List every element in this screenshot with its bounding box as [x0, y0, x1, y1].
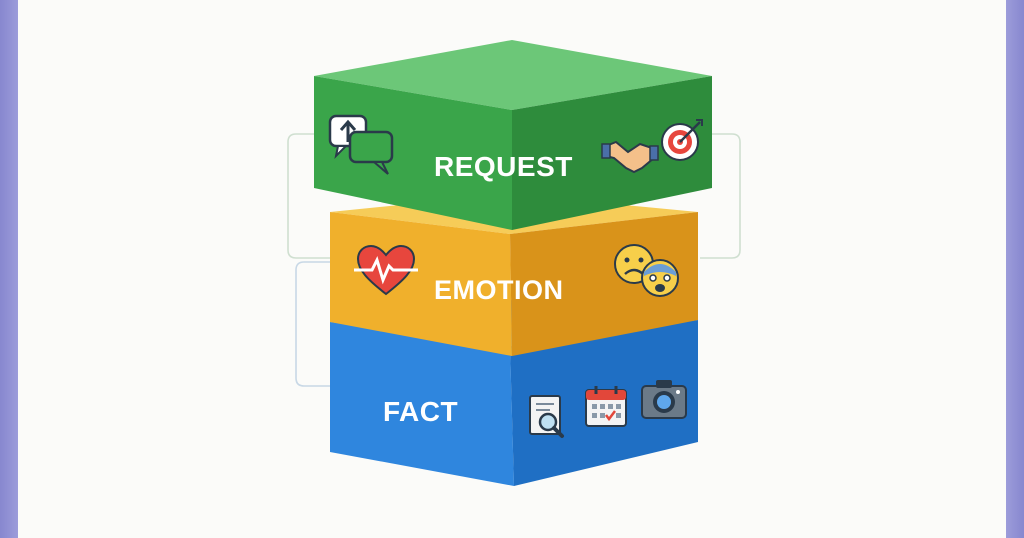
camera-icon [641, 380, 687, 419]
fact-label: FACT [383, 396, 458, 427]
calendar-icon [585, 386, 627, 427]
layer-request: REQUEST [314, 40, 712, 230]
handshake-icon [601, 140, 659, 174]
left-border [0, 0, 18, 538]
right-border [1006, 0, 1024, 538]
connector-right [700, 133, 741, 259]
speech-bubbles-icon [328, 114, 394, 175]
document-search-icon [529, 395, 564, 438]
request-front-face [314, 76, 512, 230]
emotion-label: EMOTION [434, 275, 564, 305]
fact-front-face [330, 322, 514, 486]
request-label: REQUEST [434, 151, 573, 182]
connector-left-upper [287, 133, 332, 259]
heart-pulse-icon [354, 244, 418, 296]
worried-face-icon [641, 259, 679, 297]
emotion-side-face [510, 212, 698, 356]
connector-left-lower [295, 261, 332, 387]
connectors [287, 133, 741, 387]
request-top-face [314, 40, 712, 110]
target-icon [661, 119, 703, 161]
